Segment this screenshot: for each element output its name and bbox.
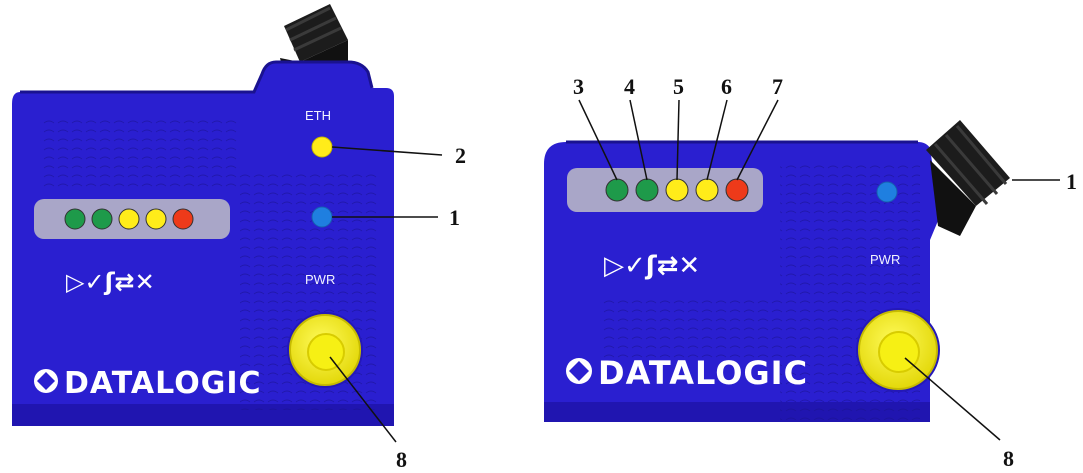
front-led-4-yellow	[145, 208, 167, 230]
side-brand-logo: DATALOGIC	[566, 354, 808, 392]
side-callout-line-led-5	[736, 99, 779, 181]
side-callout-1: 1	[1066, 169, 1077, 194]
front-eth-led	[311, 136, 333, 158]
front-callout-2: 2	[455, 143, 466, 168]
side-callout-7: 7	[772, 74, 783, 99]
side-connector	[926, 120, 1010, 236]
front-status-glyphs: ▷✓ʃ⇄✕	[66, 268, 155, 296]
front-callout-line-eth	[331, 146, 443, 156]
front-pwr-label: PWR	[305, 272, 335, 287]
front-led-2-green	[91, 208, 113, 230]
front-eth-label: ETH	[305, 108, 331, 123]
front-blue-led	[311, 206, 333, 228]
side-led-2-green	[635, 178, 659, 202]
front-led-row	[64, 208, 194, 230]
front-callout-line-button	[329, 356, 397, 443]
side-pwr-label: PWR	[870, 252, 900, 267]
side-callout-line-led-1	[578, 99, 618, 181]
front-button[interactable]	[287, 312, 363, 388]
front-callout-1: 1	[449, 205, 460, 230]
side-led-4-yellow	[695, 178, 719, 202]
front-led-3-yellow	[118, 208, 140, 230]
side-led-1-green	[605, 178, 629, 202]
side-led-row	[605, 178, 749, 202]
side-button[interactable]	[856, 308, 940, 392]
side-callout-3: 3	[573, 74, 584, 99]
side-callout-4: 4	[624, 74, 635, 99]
front-brand-text: DATALOGIC	[64, 366, 262, 401]
side-callout-8: 8	[1003, 446, 1014, 471]
side-blue-led	[876, 181, 898, 203]
side-led-3-yellow	[665, 178, 689, 202]
front-brand-logo: DATALOGIC	[34, 366, 262, 401]
side-view-device: ▷✓ʃ⇄✕ PWR DATALOGIC 3 4 5 6 7 1 8	[544, 74, 1077, 471]
side-led-callouts: 3 4 5 6 7	[573, 74, 783, 181]
side-callout-6: 6	[721, 74, 732, 99]
front-led-5-red	[172, 208, 194, 230]
front-view-device: ETH ▷✓ʃ⇄✕ PWR DATALOGIC 2 1 8	[12, 4, 466, 472]
front-callout-8: 8	[396, 447, 407, 472]
side-callout-5: 5	[673, 74, 684, 99]
side-callout-line-led-3	[676, 99, 680, 181]
front-led-1-green	[64, 208, 86, 230]
side-led-5-red	[725, 178, 749, 202]
side-status-glyphs: ▷✓ʃ⇄✕	[604, 251, 700, 281]
side-callout-line-led-4	[706, 99, 728, 181]
side-callout-line-button	[904, 357, 1001, 441]
side-callout-line-led-2	[629, 99, 648, 181]
side-brand-text: DATALOGIC	[598, 354, 808, 392]
